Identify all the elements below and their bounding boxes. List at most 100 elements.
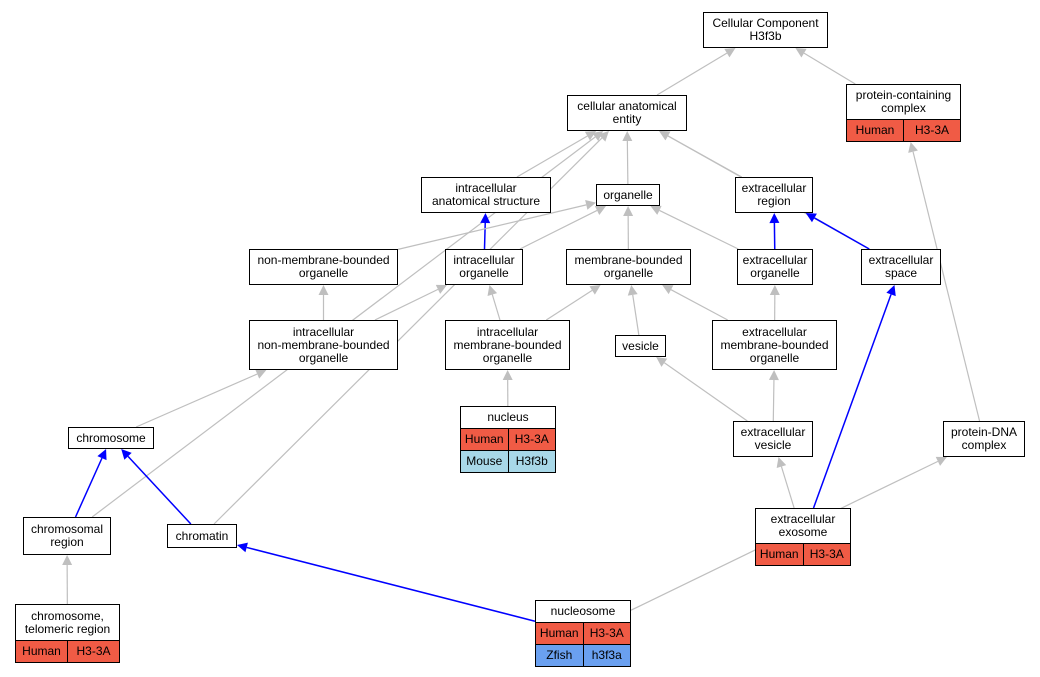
edge-intracellular_organelle-to-intracellular_anatomical_structure xyxy=(483,222,486,250)
node-label: membrane-bounded organelle xyxy=(574,253,683,280)
arrowhead xyxy=(592,131,604,142)
node-intracellular-anatomical-structure[interactable]: intracellular anatomical structure xyxy=(421,177,551,213)
arrowhead xyxy=(795,48,807,58)
arrowhead xyxy=(659,131,671,141)
edge-intracellular_organelle-to-organelle xyxy=(519,209,598,250)
arrowhead xyxy=(121,449,132,460)
node-extracellular-membrane-bounded-organelle[interactable]: extracellular membrane-bounded organelle xyxy=(712,320,837,370)
arrowhead xyxy=(480,213,491,224)
arrowhead xyxy=(97,449,107,461)
node-label: chromosome, telomeric region xyxy=(24,608,111,636)
node-protein-dna-complex[interactable]: protein-DNA complex xyxy=(943,421,1025,457)
species-name: Human xyxy=(847,120,903,141)
node-vesicle[interactable]: vesicle xyxy=(615,335,666,357)
species-row: Human H3-3A xyxy=(756,543,850,565)
node-label: Cellular Component H3f3b xyxy=(712,16,819,43)
arrowhead xyxy=(724,48,736,58)
arrowhead xyxy=(435,284,447,294)
edge-cellular_anatomical_entity-to-cellular_component xyxy=(656,52,728,96)
edge-vesicle-to-membrane_bounded_organelle xyxy=(632,294,640,336)
species-row: Human H3-3A xyxy=(16,640,119,662)
edge-extracellular_space-to-extracellular_region xyxy=(814,217,870,250)
node-label: extracellular space xyxy=(868,253,934,280)
edge-chromosomal_region-to-chromosome xyxy=(74,457,103,518)
edge-extracellular_vesicle-to-vesicle xyxy=(664,362,748,422)
node-intracellular-organelle[interactable]: intracellular organelle xyxy=(445,249,523,285)
arrowhead xyxy=(487,285,498,297)
node-chromosome[interactable]: chromosome xyxy=(68,427,154,449)
arrowhead xyxy=(622,131,633,142)
node-cellular-anatomical-entity[interactable]: cellular anatomical entity xyxy=(567,95,687,131)
arrowhead xyxy=(589,285,601,295)
node-label: protein-DNA complex xyxy=(950,425,1018,452)
arrowhead xyxy=(623,206,634,217)
node-extracellular-vesicle[interactable]: extracellular vesicle xyxy=(733,421,813,457)
edge-nucleosome-to-chromatin xyxy=(246,546,536,622)
species-row: Human H3-3A xyxy=(461,428,555,450)
node-label: nucleosome xyxy=(550,604,616,618)
edge-extracellular_vesicle-to-extracellular_membrane_bounded_organelle xyxy=(772,379,775,422)
edge-intracellular_non_membrane_bounded_organelle-to-intracellular_organelle xyxy=(374,288,439,321)
node-label: extracellular organelle xyxy=(742,253,808,280)
species-row: Human H3-3A xyxy=(536,622,630,644)
node-chromatin[interactable]: chromatin xyxy=(167,524,237,548)
arrowhead xyxy=(886,285,896,297)
node-label: intracellular anatomical structure xyxy=(431,181,541,208)
species-name: Zfish xyxy=(536,645,583,666)
node-label: intracellular membrane-bounded organelle xyxy=(453,324,562,365)
edge-protein_containing_complex-to-cellular_component xyxy=(803,52,856,85)
node-label: intracellular non-membrane-bounded organ… xyxy=(257,324,390,365)
node-label: chromosomal region xyxy=(30,522,104,549)
arrowhead xyxy=(237,542,248,553)
node-extracellular-space[interactable]: extracellular space xyxy=(861,249,941,285)
node-label: chromatin xyxy=(175,528,229,543)
node-chromosome-telomeric-region[interactable]: chromosome, telomeric region Human H3-3A xyxy=(15,604,120,663)
species-name: Human xyxy=(461,429,508,450)
node-nucleosome[interactable]: nucleosome Human H3-3A Zfish h3f3a xyxy=(535,600,631,667)
arrowhead xyxy=(805,213,817,223)
node-label: extracellular membrane-bounded organelle xyxy=(720,324,829,365)
arrowhead xyxy=(598,131,609,142)
node-extracellular-organelle[interactable]: extracellular organelle xyxy=(737,249,813,285)
node-nucleus[interactable]: nucleus Human H3-3A Mouse H3f3b xyxy=(460,406,556,473)
node-label: chromosome xyxy=(76,430,146,445)
gene-name: H3-3A xyxy=(507,429,555,450)
node-label: intracellular organelle xyxy=(453,253,515,280)
gene-name: h3f3a xyxy=(582,645,630,666)
edge-protein_dna_complex-to-protein_containing_complex xyxy=(912,151,981,422)
edge-extracellular_exosome-to-extracellular_space xyxy=(812,294,892,509)
arrowhead xyxy=(318,285,329,295)
node-non-membrane-bounded-organelle[interactable]: non-membrane-bounded organelle xyxy=(249,249,398,285)
node-label: nucleus xyxy=(487,410,529,424)
edge-intracellular_anatomical_structure-to-cellular_anatomical_entity xyxy=(516,135,588,178)
node-extracellular-exosome[interactable]: extracellular exosome Human H3-3A xyxy=(755,508,851,566)
node-extracellular-region[interactable]: extracellular region xyxy=(735,177,813,213)
node-cellular-component[interactable]: Cellular Component H3f3b xyxy=(703,12,828,48)
species-row: Human H3-3A xyxy=(847,119,960,141)
gene-name: H3-3A xyxy=(67,641,119,662)
gene-name: H3-3A xyxy=(582,623,630,644)
node-chromosomal-region[interactable]: chromosomal region xyxy=(23,517,111,555)
node-intracellular-membrane-bounded-organelle[interactable]: intracellular membrane-bounded organelle xyxy=(445,320,570,370)
node-label: extracellular exosome xyxy=(770,512,836,539)
arrowhead xyxy=(662,285,674,295)
edge-intracellular_membrane_bounded_organelle-to-intracellular_organelle xyxy=(491,294,501,321)
node-protein-containing-complex[interactable]: protein-containing complex Human H3-3A xyxy=(846,84,961,142)
species-row: Mouse H3f3b xyxy=(461,450,555,472)
node-organelle[interactable]: organelle xyxy=(596,184,660,206)
node-label: vesicle xyxy=(622,338,659,353)
node-intracellular-non-membrane-bounded-organelle[interactable]: intracellular non-membrane-bounded organ… xyxy=(249,320,398,370)
node-label: non-membrane-bounded organelle xyxy=(257,253,390,280)
species-name: Human xyxy=(16,641,67,662)
edge-non_membrane_bounded_organelle-to-organelle xyxy=(397,204,587,250)
arrowhead xyxy=(935,456,947,466)
arrowhead xyxy=(585,200,596,210)
arrowhead xyxy=(627,285,638,296)
species-name: Mouse xyxy=(461,451,508,472)
node-label: cellular anatomical entity xyxy=(577,99,677,126)
arrowhead xyxy=(656,357,668,367)
species-row: Zfish h3f3a xyxy=(536,644,630,666)
arrowhead xyxy=(908,142,918,153)
edge-intracellular_membrane_bounded_organelle-to-membrane_bounded_organelle xyxy=(545,289,593,321)
node-membrane-bounded-organelle[interactable]: membrane-bounded organelle xyxy=(566,249,691,285)
